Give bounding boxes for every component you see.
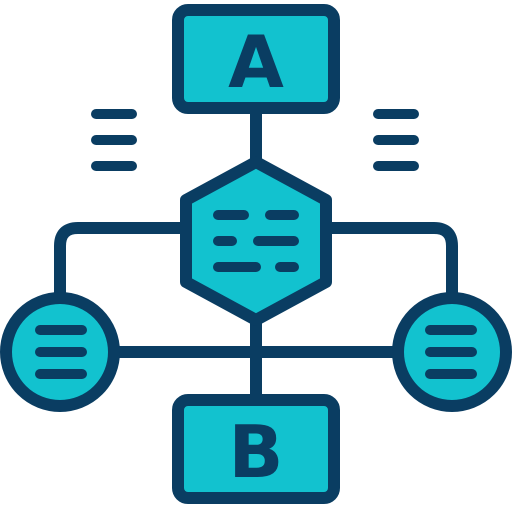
text-lines-icon-left (91, 109, 137, 171)
node-a-label: A (228, 20, 284, 104)
connector-hexagon-to-right (324, 222, 458, 302)
hexagon-text-lines (213, 210, 299, 272)
node-b-label: B (229, 410, 284, 494)
left-circle-text-lines (35, 325, 87, 379)
node-a: A (172, 4, 340, 114)
connector-hexagon-to-left (54, 222, 188, 302)
node-b-box (172, 394, 340, 504)
node-a-box (172, 4, 340, 114)
node-b: B (172, 394, 340, 504)
connectors (54, 102, 458, 406)
text-lines-icon-right (373, 109, 419, 171)
hexagon-text-lines-icon (180, 156, 332, 326)
right-circle-text-lines (425, 325, 477, 379)
circle-text-lines-icon-left (0, 292, 120, 412)
circle-text-lines-icon-right (392, 292, 512, 412)
